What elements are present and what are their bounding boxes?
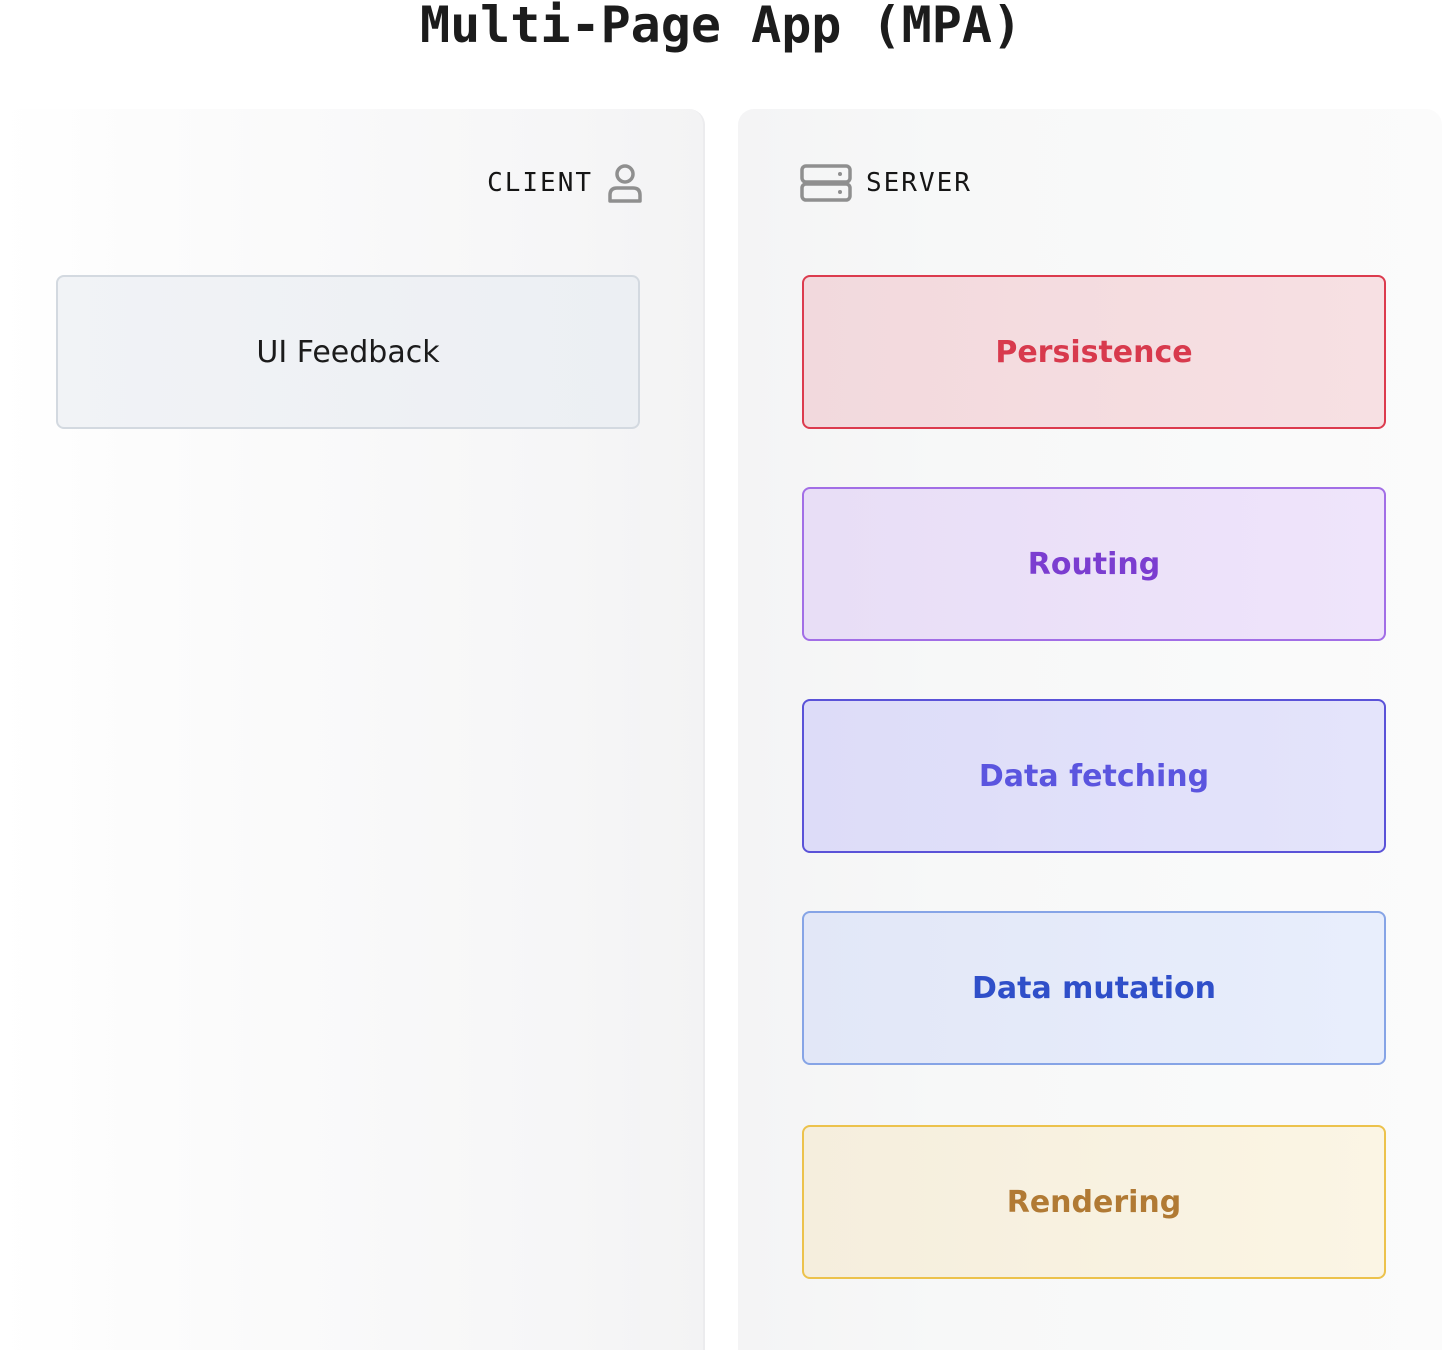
server-panel: SERVER Persistence Routing Data fetching… (738, 109, 1442, 1350)
server-icon (800, 164, 852, 202)
client-panel: CLIENT UI Feedback (0, 109, 705, 1350)
server-label: SERVER (866, 168, 972, 198)
rendering-box: Rendering (802, 1125, 1386, 1279)
persistence-label: Persistence (995, 334, 1193, 370)
ui-feedback-label: UI Feedback (256, 334, 440, 370)
page-title: Multi-Page App (MPA) (419, 0, 1023, 54)
data-mutation-label: Data mutation (972, 970, 1216, 1006)
data-fetching-box: Data fetching (802, 699, 1386, 853)
rendering-label: Rendering (1006, 1184, 1182, 1220)
routing-label: Routing (1027, 546, 1161, 582)
persistence-box: Persistence (802, 275, 1386, 429)
data-fetching-label: Data fetching (978, 758, 1210, 794)
user-icon (608, 164, 642, 203)
server-header: SERVER (800, 163, 972, 203)
client-header: CLIENT (487, 163, 643, 203)
routing-box: Routing (802, 487, 1386, 641)
ui-feedback-box: UI Feedback (56, 275, 640, 429)
client-label: CLIENT (487, 168, 593, 198)
data-mutation-box: Data mutation (802, 911, 1386, 1065)
